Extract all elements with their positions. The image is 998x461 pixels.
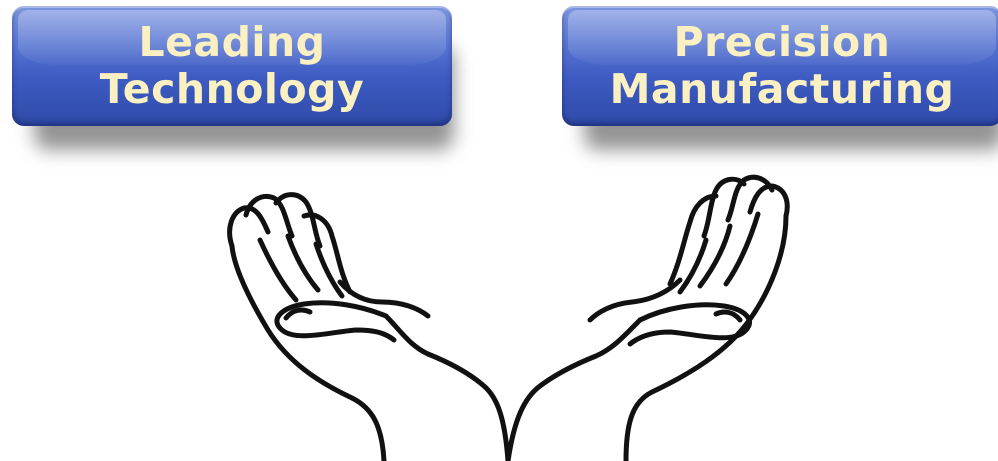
badge-box: Leading Technology: [12, 6, 452, 126]
badge-label-line1: Precision: [673, 18, 891, 66]
badge-label: Precision Manufacturing: [610, 19, 955, 113]
precision-manufacturing-badge: Precision Manufacturing: [562, 6, 998, 156]
badge-label-line2: Manufacturing: [609, 65, 955, 113]
right-hand-icon: [505, 174, 790, 461]
badge-label-line2: Technology: [99, 65, 365, 113]
badge-label-line1: Leading: [138, 18, 326, 66]
badge-label: Leading Technology: [100, 19, 364, 113]
left-hand-icon: [227, 192, 511, 461]
badge-box: Precision Manufacturing: [562, 6, 998, 126]
leading-technology-badge: Leading Technology: [12, 6, 454, 156]
